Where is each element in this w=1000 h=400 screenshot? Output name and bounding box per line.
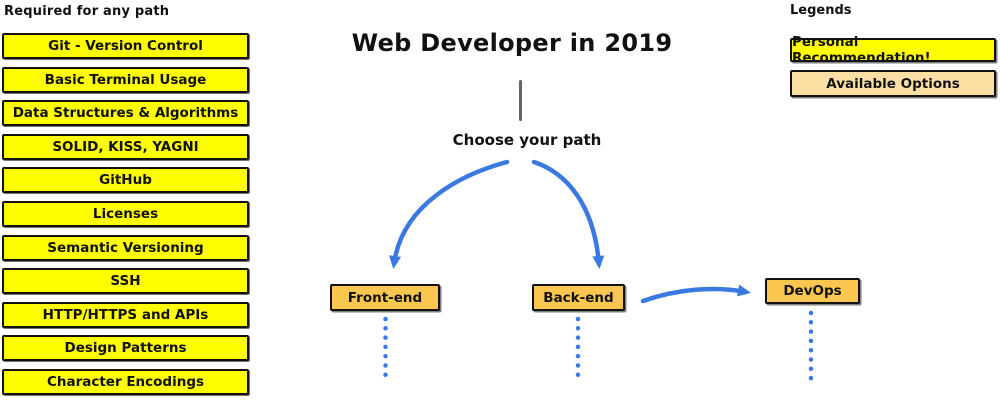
path-node-frontend[interactable]: Front-end [330,284,440,311]
required-heading: Required for any path [4,4,170,19]
legend-available-options: Available Options [790,70,996,97]
required-topics-list: Git - Version Control Basic Terminal Usa… [2,33,249,395]
path-node-backend[interactable]: Back-end [532,284,625,311]
arrow-choose-to-frontend [389,159,510,269]
topic-basic-terminal-usage[interactable]: Basic Terminal Usage [2,66,249,93]
topic-ssh[interactable]: SSH [2,268,249,295]
arrow-backend-to-devops [640,284,751,304]
choose-your-path-label: Choose your path [452,131,602,149]
legend-personal-recommendation: Personal Recommendation! [790,34,996,66]
topic-data-structures-algorithms[interactable]: Data Structures & Algorithms [2,100,249,127]
topic-design-patterns[interactable]: Design Patterns [2,335,249,362]
legend-heading: Legends [790,3,852,18]
topic-semantic-versioning[interactable]: Semantic Versioning [2,234,249,261]
topic-http-https-apis[interactable]: HTTP/HTTPS and APIs [2,301,249,328]
topic-git-version-control[interactable]: Git - Version Control [2,33,249,59]
title-connector-line [519,80,522,121]
path-node-devops[interactable]: DevOps [765,278,860,304]
topic-github[interactable]: GitHub [2,167,249,194]
topic-solid-kiss-yagni[interactable]: SOLID, KISS, YAGNI [2,133,249,160]
arrow-choose-to-backend [531,159,605,269]
topic-licenses[interactable]: Licenses [2,200,249,227]
page-title: Web Developer in 2019 [351,29,673,57]
topic-character-encodings[interactable]: Character Encodings [2,368,249,395]
